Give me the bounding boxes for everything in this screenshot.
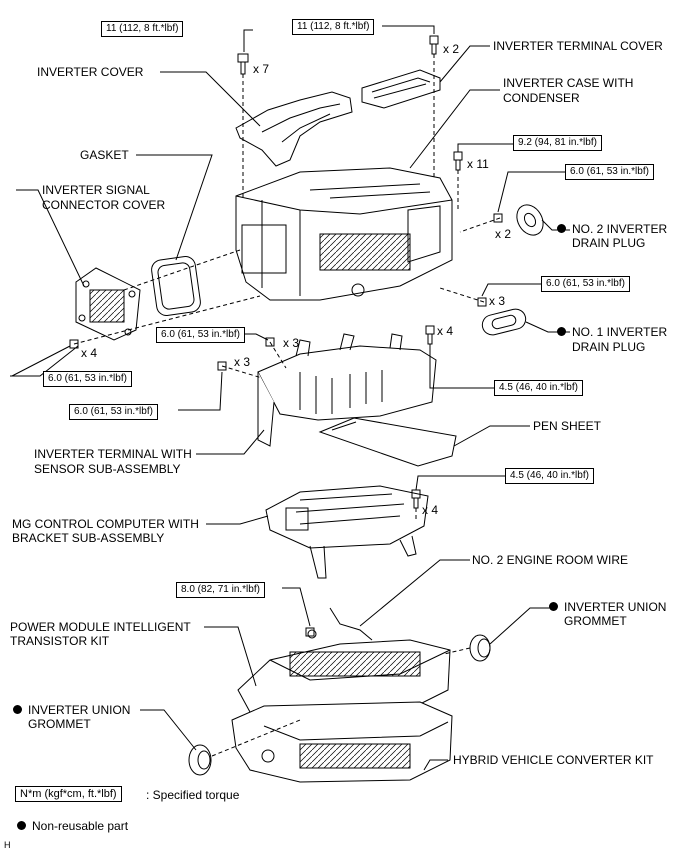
label-gasket: GASKET — [80, 148, 129, 162]
inverter-terminal-cover-part — [361, 69, 441, 109]
label-mg-control-line1: MG CONTROL COMPUTER WITH — [12, 517, 199, 531]
qty-cover: x 7 — [253, 62, 270, 76]
terminal-sensor-part — [257, 333, 437, 447]
nonreusable-dot-icon — [557, 224, 566, 233]
qty-terminal-c: x 4 — [437, 324, 454, 338]
label-signal-cover-line2: CONNECTOR COVER — [42, 198, 166, 212]
qty-no2-drain: x 2 — [495, 227, 512, 241]
torque-box-no1-drain: 6.0 (61, 53 in.*lbf) — [541, 276, 630, 292]
label-inverter-case-line1: INVERTER CASE WITH — [503, 76, 634, 90]
label-hybrid-converter: HYBRID VEHICLE CONVERTER KIT — [453, 753, 654, 767]
hybrid-converter-part — [231, 701, 453, 783]
qty-signal-cover: x 4 — [81, 346, 98, 360]
label-inverter-terminal-cover: INVERTER TERMINAL COVER — [493, 39, 663, 53]
nonreusable-dot-icon — [557, 327, 566, 336]
no1-drain-plug-part — [481, 308, 527, 336]
label-signal-cover-line1: INVERTER SIGNAL — [42, 183, 150, 197]
qty-terminal-cover: x 2 — [443, 42, 460, 56]
label-no1-drain-plug-line1: NO. 1 INVERTER — [557, 325, 667, 339]
torque-box-no2-drain: 6.0 (61, 53 in.*lbf) — [565, 164, 654, 180]
torque-box-signal-cover: 6.0 (61, 53 in.*lbf) — [43, 371, 132, 387]
qty-case: x 11 — [467, 157, 489, 171]
label-no1-drain-plug-line2: DRAIN PLUG — [572, 340, 646, 354]
label-grommet-left-line2: GROMMET — [28, 717, 91, 731]
nonreusable-dot-icon — [17, 821, 26, 830]
assembly-dashed-lines — [73, 54, 501, 757]
grommet-right-part — [469, 634, 491, 662]
gasket-part — [151, 256, 201, 316]
label-grommet-right-line1: INVERTER UNION — [549, 600, 666, 614]
label-pen-sheet: PEN SHEET — [533, 419, 602, 433]
bolt-icons — [69, 35, 503, 637]
torque-box-case: 9.2 (94, 81 in.*lbf) — [513, 135, 602, 151]
inverter-cover-part — [235, 91, 353, 167]
qty-no1-drain: x 3 — [489, 294, 506, 308]
inverter-case-part — [235, 167, 453, 301]
footer-code: H — [4, 840, 11, 850]
nonreusable-dot-icon — [549, 602, 558, 611]
label-mg-control-line2: BRACKET SUB-ASSEMBLY — [12, 531, 165, 545]
torque-box-terminal-c: 4.5 (46, 40 in.*lbf) — [494, 380, 583, 396]
label-grommet-right-line2: GROMMET — [564, 614, 627, 628]
label-no2-engine-room-wire: NO. 2 ENGINE ROOM WIRE — [472, 553, 629, 567]
torque-box-cover: 11 (112, 8 ft.*lbf) — [101, 21, 184, 37]
mg-control-computer-part — [265, 485, 429, 579]
torque-box-power-module: 8.0 (82, 71 in.*lbf) — [176, 582, 265, 598]
label-no2-drain-plug-line1: NO. 2 INVERTER — [557, 222, 667, 236]
label-power-module-line1: POWER MODULE INTELLIGENT — [10, 620, 191, 634]
legend-unit-box: N*m (kgf*cm, ft.*lbf) — [15, 786, 122, 802]
torque-box-terminal-cover: 11 (112, 8 ft.*lbf) — [292, 19, 375, 35]
label-terminal-sensor-line1: INVERTER TERMINAL WITH — [34, 447, 192, 461]
qty-terminal-b: x 3 — [234, 355, 251, 369]
qty-mg-control: x 4 — [422, 503, 439, 517]
grommet-left-part — [188, 744, 212, 776]
torque-box-terminal-a: 6.0 (61, 53 in.*lbf) — [156, 327, 245, 343]
legend-unit-text: : Specified torque — [146, 788, 240, 802]
qty-terminal-a: x 3 — [283, 336, 300, 350]
label-no2-drain-plug-line2: DRAIN PLUG — [572, 236, 646, 250]
no2-drain-plug-part — [516, 204, 544, 236]
legend-nonreusable: Non-reusable part — [17, 819, 128, 833]
label-inverter-cover: INVERTER COVER — [37, 65, 144, 79]
nonreusable-dot-icon — [13, 705, 22, 714]
power-module-part — [237, 607, 451, 721]
torque-box-mg-control: 4.5 (46, 40 in.*lbf) — [505, 468, 594, 484]
label-inverter-case-line2: CONDENSER — [503, 91, 580, 105]
label-terminal-sensor-line2: SENSOR SUB-ASSEMBLY — [34, 462, 181, 476]
pen-sheet-part — [318, 417, 457, 467]
torque-box-terminal-b: 6.0 (61, 53 in.*lbf) — [69, 404, 158, 420]
label-power-module-line2: TRANSISTOR KIT — [10, 634, 110, 648]
label-grommet-left-line1: INVERTER UNION — [13, 703, 130, 717]
signal-connector-cover-part — [75, 267, 141, 341]
